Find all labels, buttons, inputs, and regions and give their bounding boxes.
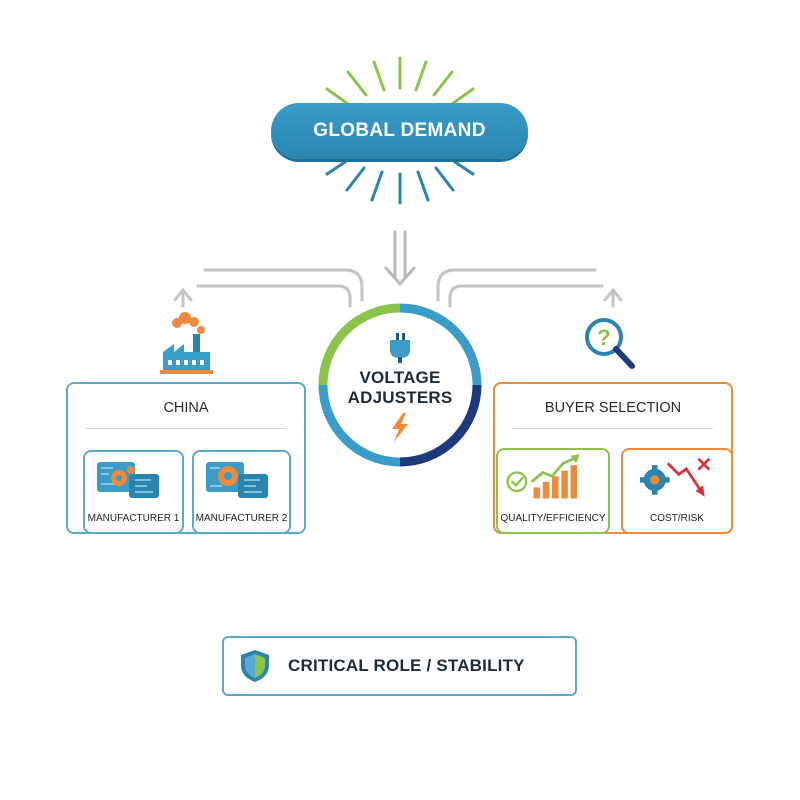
factory-icon [160,312,213,374]
lightning-icon [392,413,408,442]
gear-icon [639,458,710,497]
manufacturer-2-card: MANUFACTURER 2 [192,450,291,534]
manufacturer-1-card: MANUFACTURER 1 [83,450,184,534]
cost-risk-card: COST/RISK [621,448,733,534]
shield-icon [241,650,269,682]
manufacturer-2-label: MANUFACTURER 2 [195,513,288,524]
magnifier-question-icon: ? [585,318,635,369]
sun-ray-icon [325,56,475,205]
quality-efficiency-card: QUALITY/EFFICIENCY [496,448,610,534]
cost-risk-label: COST/RISK [650,513,704,524]
quality-efficiency-label: QUALITY/EFFICIENCY [500,513,606,524]
plug-icon [390,333,410,363]
china-title: CHINA [163,400,209,416]
center-line-2: ADJUSTERS [347,388,453,407]
x-icon [697,458,710,471]
left-connector [173,268,364,308]
buyer-divider [513,428,713,429]
critical-role-box: CRITICAL ROLE / STABILITY [222,636,577,696]
manufacturer-1-label: MANUFACTURER 1 [87,513,180,524]
critical-role-label: CRITICAL ROLE / STABILITY [288,656,525,675]
china-divider [86,428,286,429]
buyer-title: BUYER SELECTION [544,400,682,416]
down-arrow [384,230,416,287]
china-panel: CHINA MANUFACTURER 1 [66,382,306,534]
circuit-gear-icon [206,462,268,498]
center-line-1: VOLTAGE [359,368,441,387]
buyer-selection-panel: BUYER SELECTION QUALITY/EFFICIENCY [493,382,733,534]
global-demand-label: GLOBAL DEMAND [313,120,486,141]
right-connector [436,268,623,308]
voltage-ring [318,303,482,467]
voltage-adjusters-label: VOLTAGE ADJUSTERS [330,368,470,408]
circuit-gear-icon [97,462,159,498]
svg-text:?: ? [597,325,610,350]
global-demand-pill: GLOBAL DEMAND [271,103,528,159]
check-icon [506,471,528,493]
growth-chart-icon [506,454,580,499]
decline-arrow-icon [666,462,703,492]
